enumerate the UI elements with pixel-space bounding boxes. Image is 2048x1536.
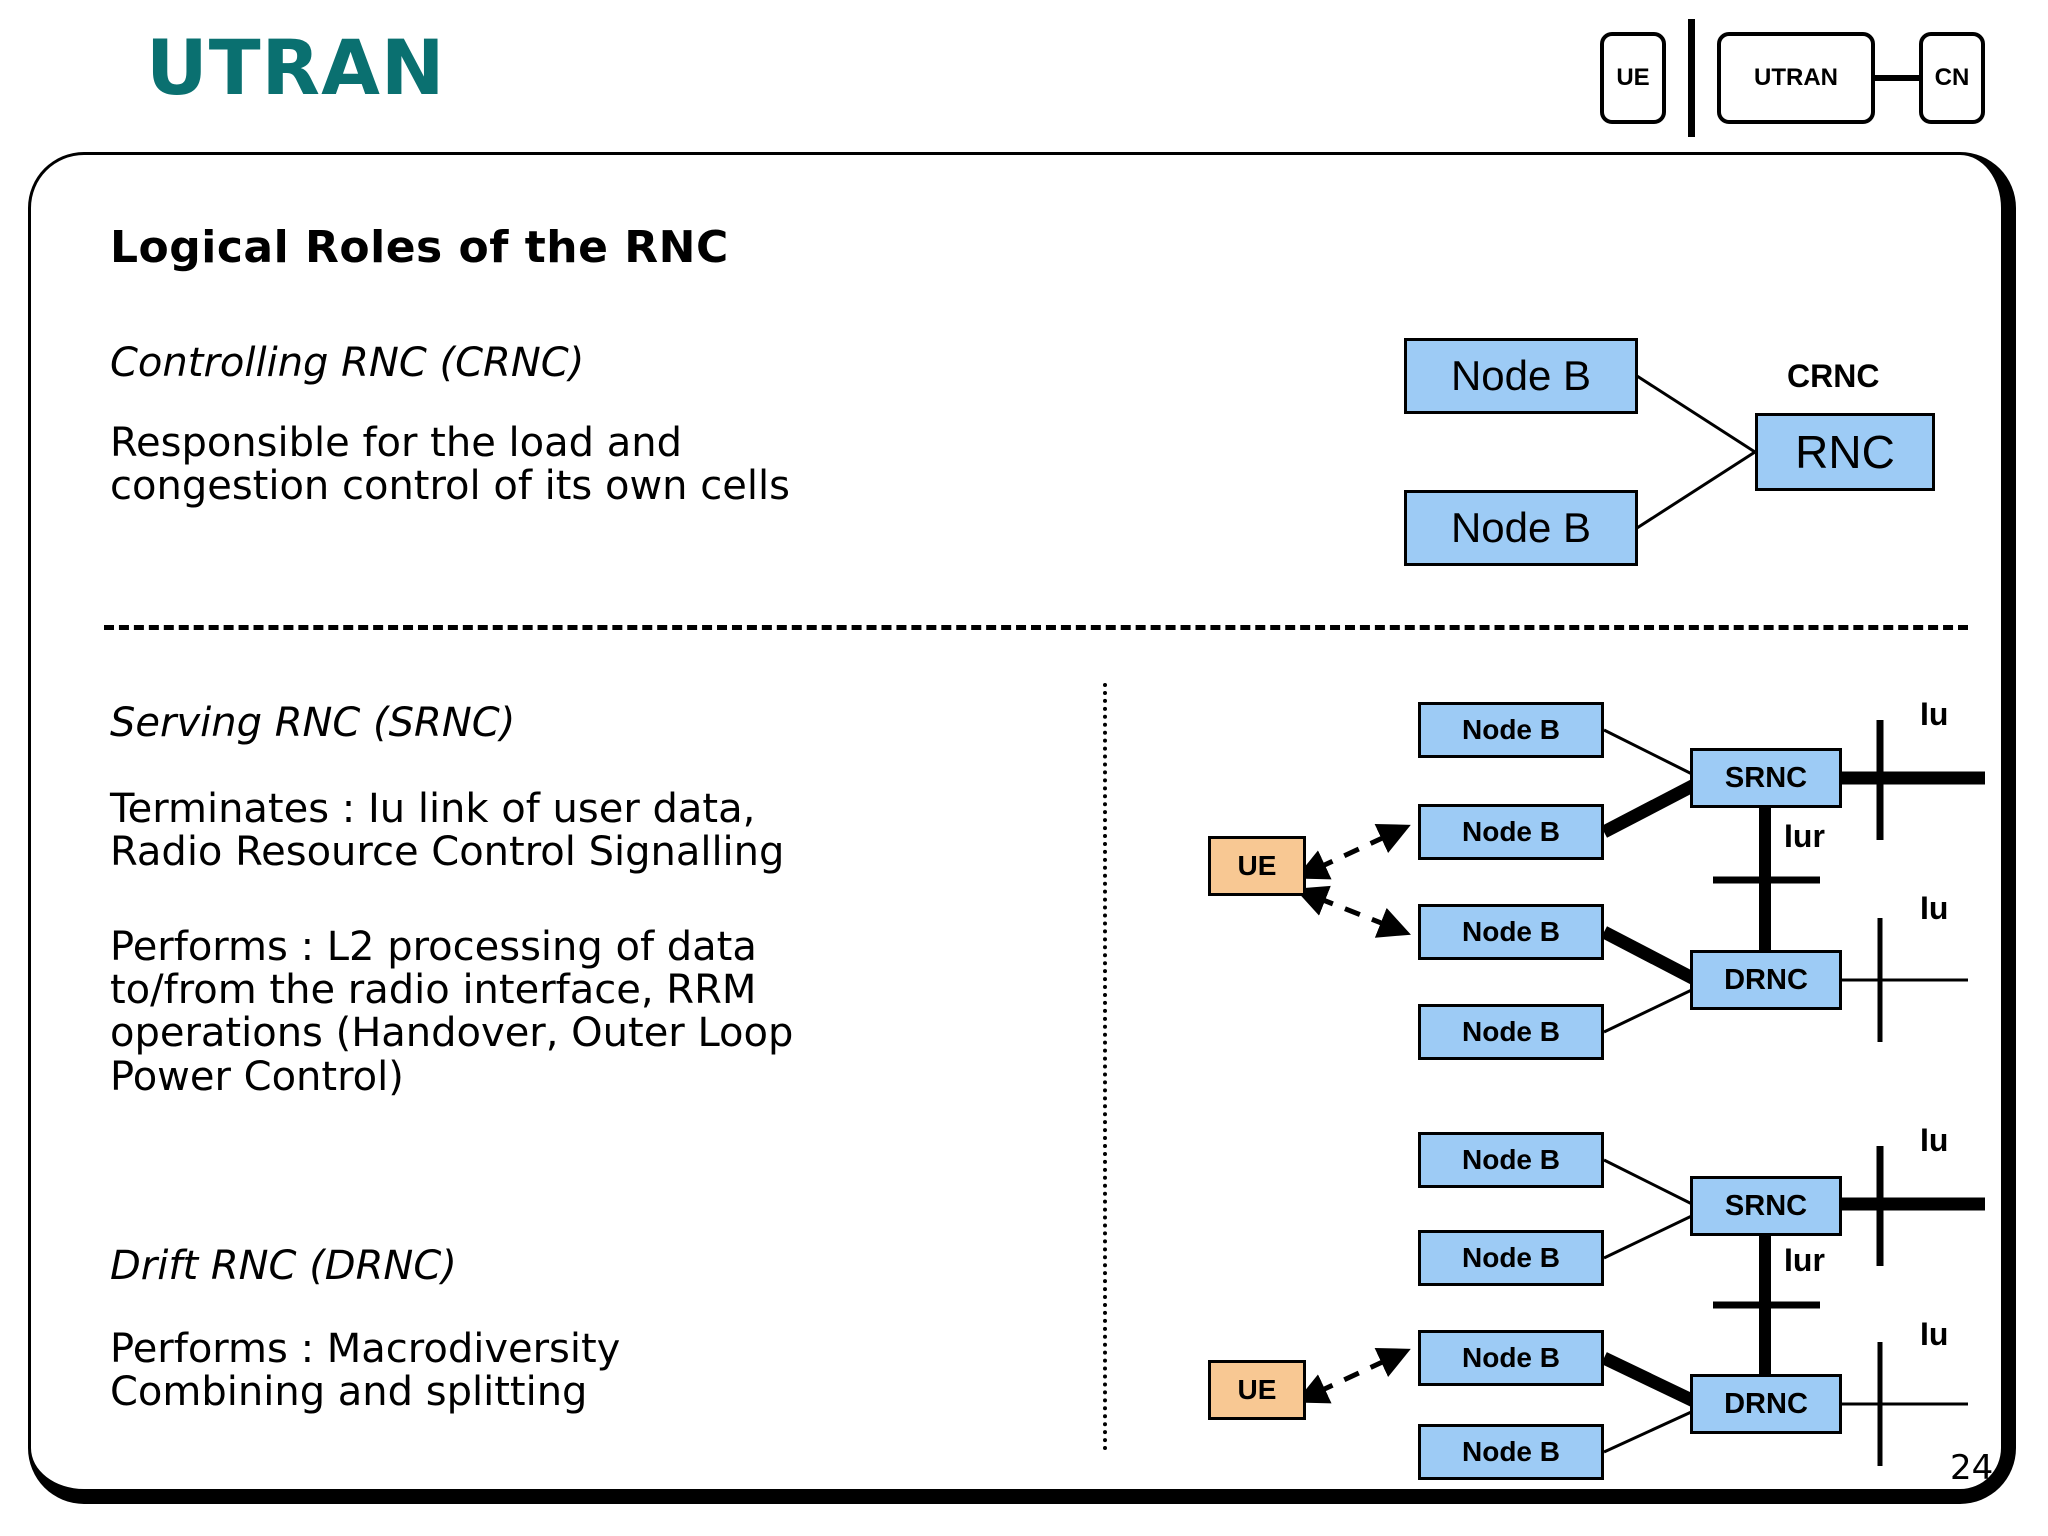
horizontal-dashed-divider bbox=[104, 625, 1968, 630]
crnc-role-body: Responsible for the load and congestion … bbox=[110, 420, 790, 510]
nav-box-utran[interactable]: UTRAN bbox=[1717, 32, 1875, 124]
drnc-node-b-3: Node B bbox=[1418, 1330, 1604, 1386]
page-number: 24 bbox=[1950, 1448, 1994, 1488]
drnc-node-b-4: Node B bbox=[1418, 1424, 1604, 1480]
srnc-role-body-terminates: Terminates : Iu link of user data, Radio… bbox=[110, 786, 785, 876]
crnc-node-b-2: Node B bbox=[1404, 490, 1638, 566]
srnc-iu-top-label: Iu bbox=[1920, 696, 1949, 732]
srnc-iur-label: Iur bbox=[1784, 818, 1825, 854]
srnc-box: SRNC bbox=[1690, 748, 1842, 808]
section-heading: Logical Roles of the RNC bbox=[110, 222, 729, 273]
drnc-node-b-1: Node B bbox=[1418, 1132, 1604, 1188]
nav-box-cn[interactable]: CN bbox=[1919, 32, 1985, 124]
srnc-role-body-performs: Performs : L2 processing of data to/from… bbox=[110, 924, 794, 1100]
drnc-iu-bottom-label: Iu bbox=[1920, 1316, 1949, 1352]
drnc-srnc-box: SRNC bbox=[1690, 1176, 1842, 1236]
srnc-node-b-3: Node B bbox=[1418, 904, 1604, 960]
page-title: UTRAN bbox=[146, 23, 446, 112]
srnc-drnc-box: DRNC bbox=[1690, 950, 1842, 1010]
nav-connector-line bbox=[1875, 75, 1919, 81]
srnc-iu-bottom-label: Iu bbox=[1920, 890, 1949, 926]
breadcrumb: UE UTRAN CN bbox=[1600, 19, 1985, 137]
crnc-role-title: Controlling RNC (CRNC) bbox=[110, 340, 585, 386]
drnc-node-b-2: Node B bbox=[1418, 1230, 1604, 1286]
drnc-box: DRNC bbox=[1690, 1374, 1842, 1434]
crnc-label: CRNC bbox=[1787, 358, 1880, 394]
drnc-iu-top-label: Iu bbox=[1920, 1122, 1949, 1158]
crnc-node-b-1: Node B bbox=[1404, 338, 1638, 414]
srnc-ue-box: UE bbox=[1208, 836, 1306, 896]
crnc-rnc-box: RNC bbox=[1755, 413, 1935, 491]
drnc-role-body: Performs : Macrodiversity Combining and … bbox=[110, 1326, 621, 1416]
srnc-node-b-1: Node B bbox=[1418, 702, 1604, 758]
drnc-role-title: Drift RNC (DRNC) bbox=[110, 1243, 457, 1289]
vertical-dotted-divider bbox=[1103, 683, 1107, 1451]
drnc-iur-label: Iur bbox=[1784, 1242, 1825, 1278]
srnc-node-b-4: Node B bbox=[1418, 1004, 1604, 1060]
srnc-role-title: Serving RNC (SRNC) bbox=[110, 700, 516, 746]
nav-box-ue[interactable]: UE bbox=[1600, 32, 1666, 124]
srnc-node-b-2: Node B bbox=[1418, 804, 1604, 860]
nav-divider bbox=[1688, 19, 1695, 137]
drnc-ue-box: UE bbox=[1208, 1360, 1306, 1420]
